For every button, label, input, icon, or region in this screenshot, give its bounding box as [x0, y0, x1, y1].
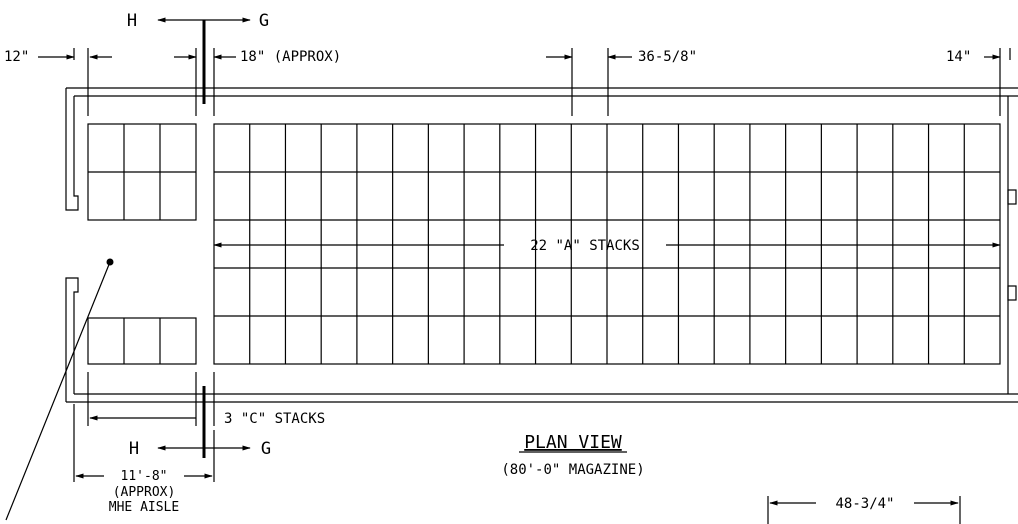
aisle-approx-label: (APPROX)	[113, 485, 176, 500]
c-stacks-label: 3 "C" STACKS	[224, 411, 325, 427]
leader-line	[5, 258, 114, 521]
plan-view-subtitle: (80'-0" MAGAZINE)	[501, 462, 644, 478]
a-stacks-label: 22 "A" STACKS	[530, 238, 640, 254]
section-cut-top	[157, 17, 251, 104]
top-dimension-lines	[38, 48, 1011, 116]
c-stacks-dimension	[87, 372, 215, 426]
dim-12-label: 12"	[4, 49, 29, 65]
section-h-bottom: H	[129, 439, 139, 459]
c-stacks-top-grid	[87, 123, 197, 221]
dim-18-label: 18" (APPROX)	[240, 49, 341, 65]
section-g-bottom: G	[261, 439, 271, 459]
plan-view-title: PLAN VIEW	[524, 432, 622, 453]
dim-48-label: 48-3/4"	[835, 496, 894, 512]
section-g-top: G	[259, 11, 269, 31]
section-cut-bottom	[157, 386, 251, 458]
dim-48-line	[767, 496, 961, 524]
magazine-outer-wall	[65, 87, 1018, 403]
c-stacks-bottom-grid	[87, 317, 197, 365]
dim-14-label: 14"	[946, 49, 971, 65]
aisle-name-label: MHE AISLE	[109, 500, 179, 515]
aisle-dimension	[73, 404, 215, 482]
aisle-dim-label: 11'-8"	[121, 469, 168, 484]
dim-36-label: 36-5/8"	[638, 49, 697, 65]
section-h-top: H	[127, 11, 137, 31]
